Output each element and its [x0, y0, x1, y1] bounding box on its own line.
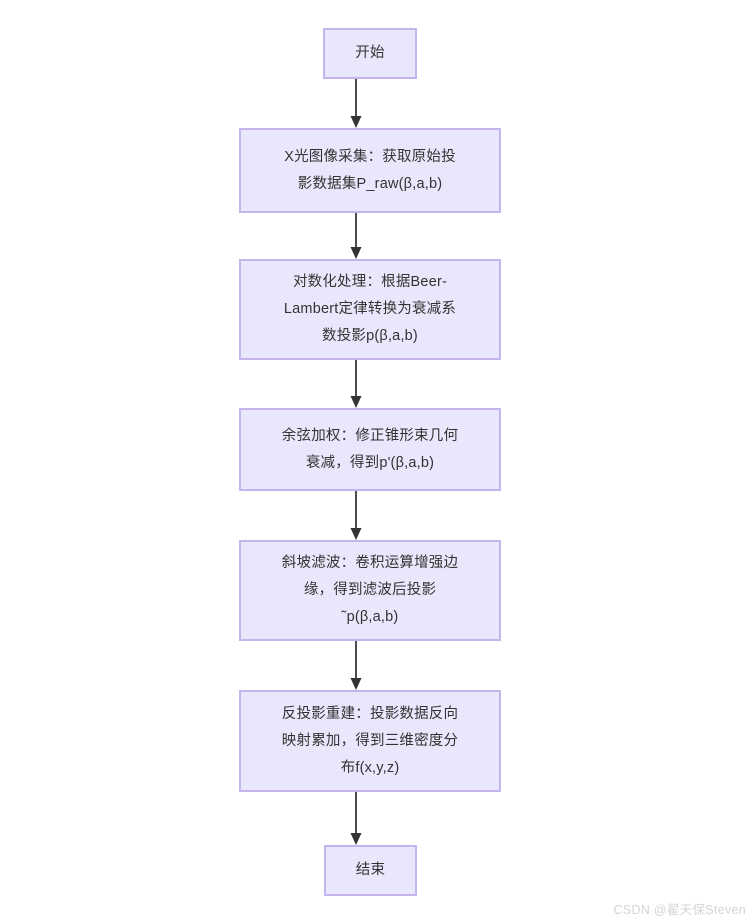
edge-log-to-cosine — [350, 360, 362, 408]
node-cosine-weighting[interactable]: 余弦加权：修正锥形束几何 衰减，得到p'(β,a,b) — [239, 408, 501, 491]
node-backprojection-reconstruction[interactable]: 反投影重建：投影数据反向 映射累加，得到三维密度分 布f(x,y,z) — [239, 690, 501, 792]
node-log-transform[interactable]: 对数化处理：根据Beer- Lambert定律转换为衰减系 数投影p(β,a,b… — [239, 259, 501, 360]
edge-start-to-acquire — [350, 79, 362, 128]
edge-backproject-to-end — [350, 792, 362, 845]
node-ramp-filter[interactable]: 斜坡滤波：卷积运算增强边 缘，得到滤波后投影 ˜p(β,a,b) — [239, 540, 501, 641]
edge-ramp-to-backproject — [350, 641, 362, 690]
csdn-watermark: CSDN @翟天保Steven — [613, 903, 746, 917]
edge-acquire-to-log — [350, 213, 362, 259]
node-end[interactable]: 结束 — [324, 845, 417, 896]
edge-cosine-to-ramp — [350, 491, 362, 540]
node-xray-acquisition[interactable]: X光图像采集：获取原始投 影数据集P_raw(β,a,b) — [239, 128, 501, 213]
node-start[interactable]: 开始 — [323, 28, 417, 79]
